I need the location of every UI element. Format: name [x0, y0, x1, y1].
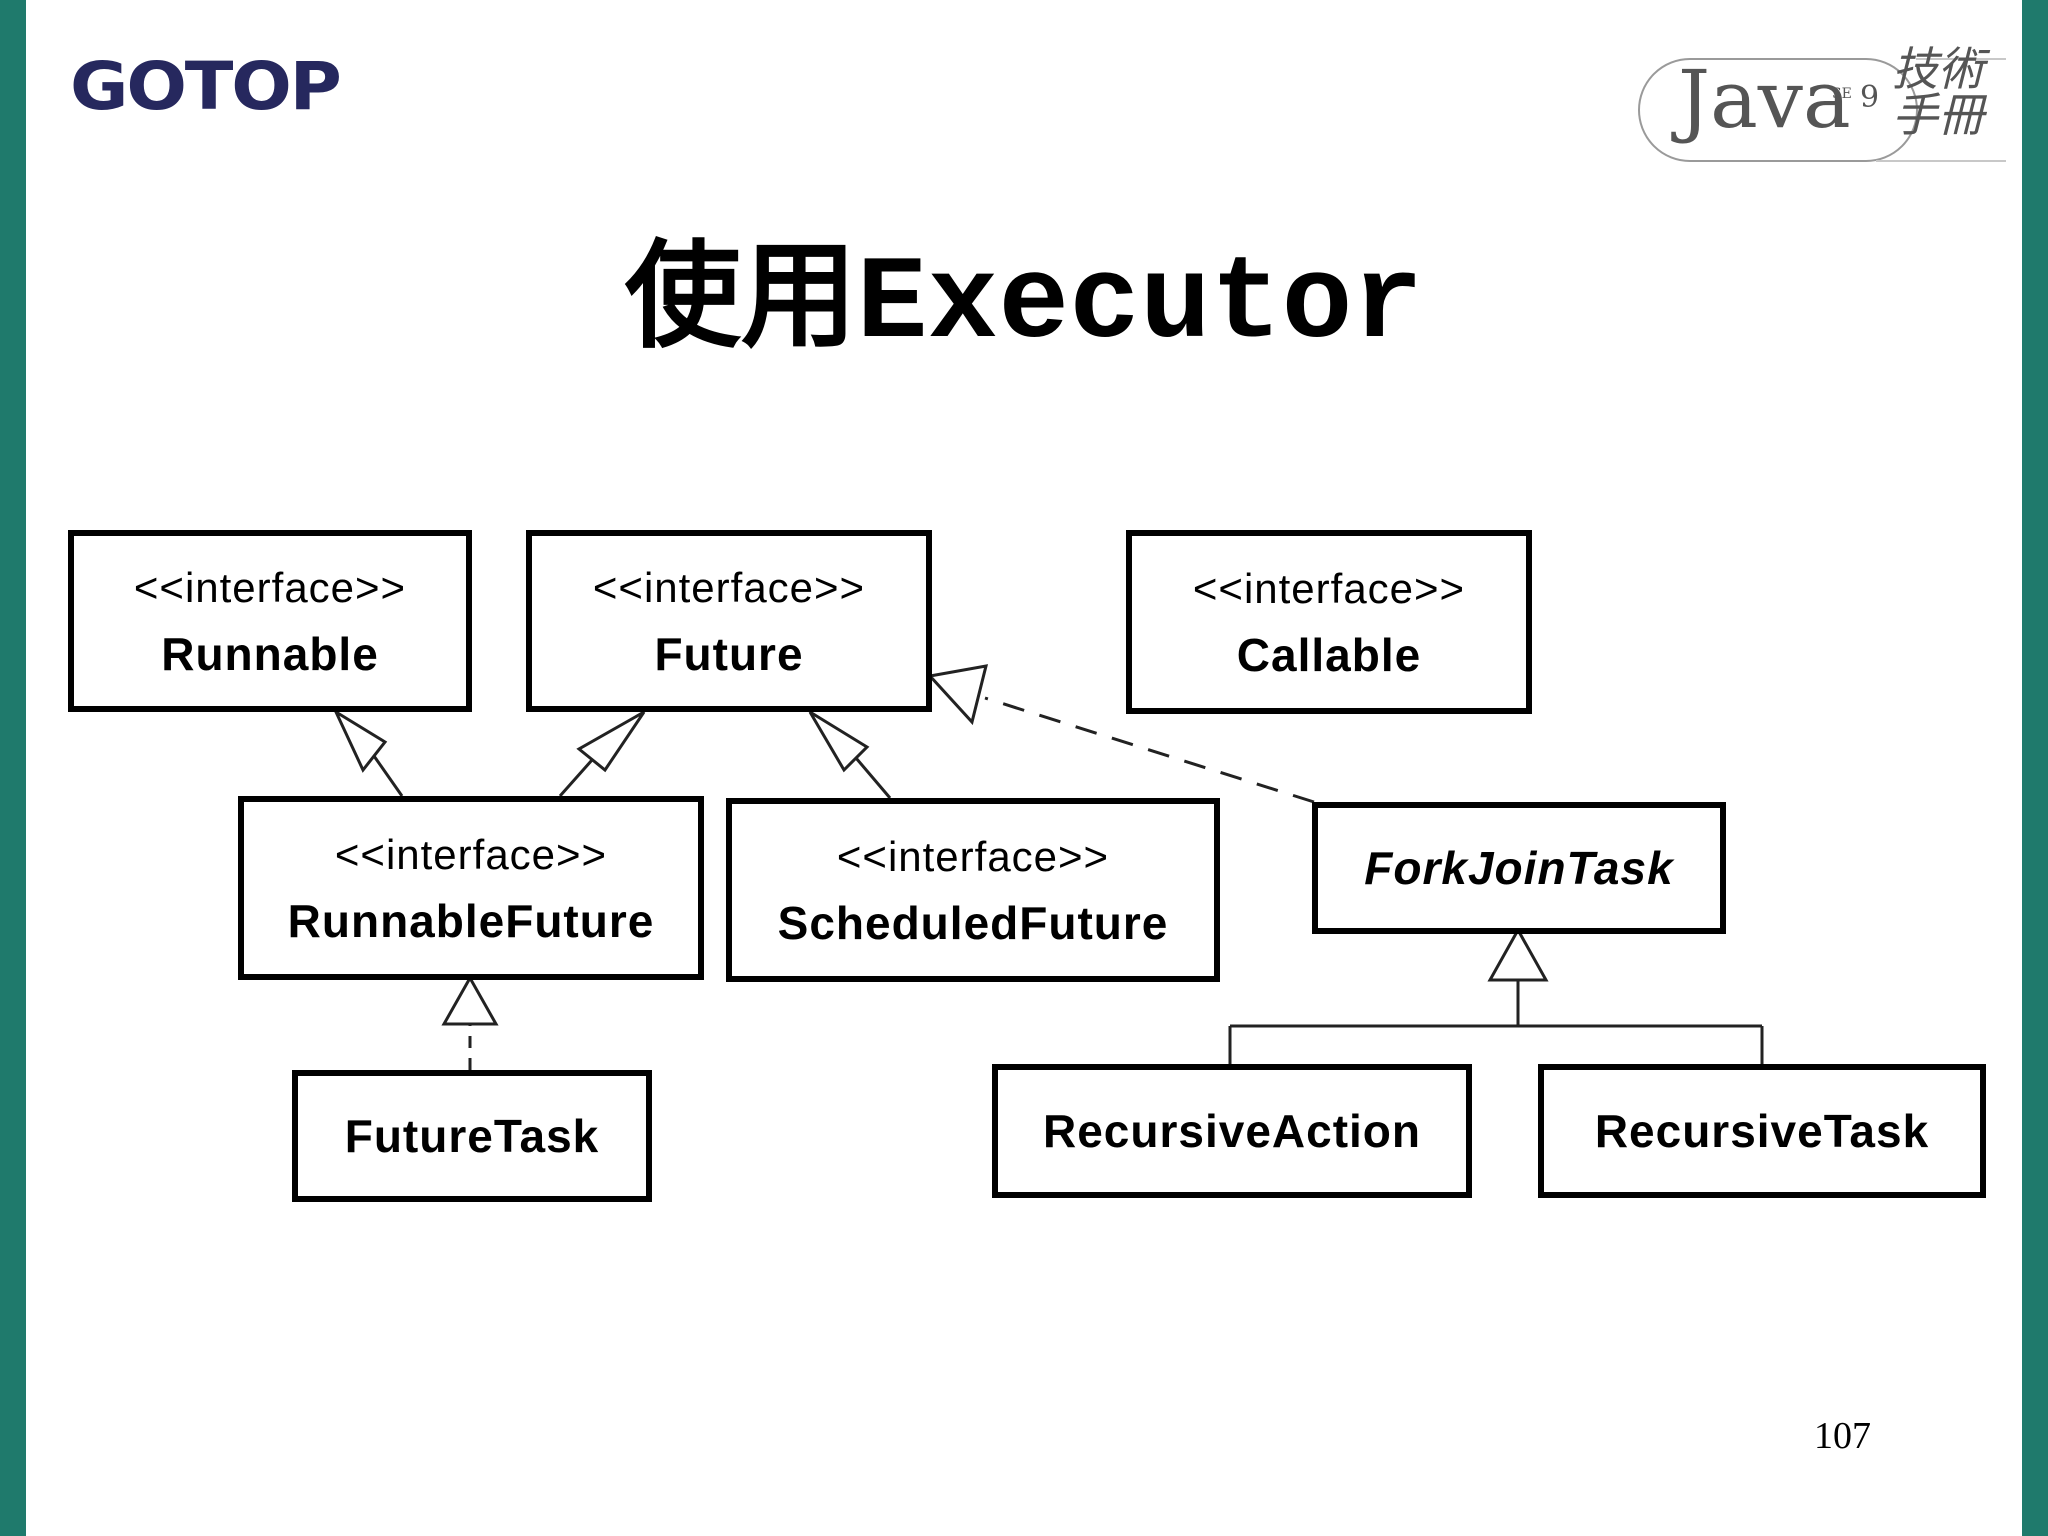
edge-runnablefuture-future [558, 759, 594, 797]
edge-scheduledfuture-future [854, 757, 892, 799]
class-recursive-task: RecursiveTask [1538, 1064, 1986, 1198]
badge-bottom-line [1876, 160, 2006, 162]
class-future-task: FutureTask [292, 1070, 652, 1202]
class-name-runnable-future: RunnableFuture [287, 895, 655, 947]
class-name-future-task: FutureTask [344, 1110, 600, 1162]
class-name-future: Future [654, 628, 804, 680]
title-cjk: 使用 [624, 229, 857, 364]
gotop-logo: GOTOP [70, 48, 342, 125]
class-name-recursive-action: RecursiveAction [1042, 1105, 1421, 1157]
class-name-runnable: Runnable [161, 628, 379, 680]
stereotype-label: <<interface>> [334, 831, 608, 878]
stereotype-label: <<interface>> [836, 833, 1110, 880]
arrowhead-runnable [332, 708, 388, 773]
edge-runnablefuture-runnable [372, 755, 404, 797]
class-future: <<interface>> Future [526, 530, 932, 712]
class-runnable: <<interface>> Runnable [68, 530, 472, 712]
java-edition: SE [1832, 86, 1852, 102]
stereotype-label: <<interface>> [133, 564, 407, 611]
left-side-bar [0, 0, 26, 1536]
page-title: 使用Executor [0, 202, 2048, 372]
stereotype-label: <<interface>> [592, 564, 866, 611]
class-callable: <<interface>> Callable [1126, 530, 1532, 714]
class-recursive-action: RecursiveAction [992, 1064, 1472, 1198]
java-word: Java [1678, 53, 1851, 146]
right-side-bar [2022, 0, 2048, 1536]
page-number: 107 [1814, 1415, 1871, 1457]
class-fork-join-task: ForkJoinTask [1312, 802, 1726, 934]
badge-top-line [1916, 58, 2006, 60]
java-badge: Java SE 9 技術手冊 [1636, 40, 2006, 180]
arrowhead-future-right [927, 664, 989, 726]
arrowhead-forkjointask [1487, 926, 1549, 982]
class-runnable-future: <<interface>> RunnableFuture [238, 796, 704, 980]
java-badge-oval [1638, 58, 1918, 162]
class-scheduled-future: <<interface>> ScheduledFuture [726, 798, 1220, 982]
edge-forkjointask-future [984, 696, 1315, 804]
class-name-fork-join-task: ForkJoinTask [1364, 842, 1674, 894]
class-name-scheduled-future: ScheduledFuture [777, 897, 1169, 949]
title-code: Executor [856, 239, 1424, 372]
stereotype-label: <<interface>> [1192, 565, 1466, 612]
arrowhead-runnablefuture [441, 974, 499, 1026]
class-name-callable: Callable [1236, 629, 1422, 681]
java-version: 9 [1860, 80, 1880, 115]
java-cjk-calligraphy: 技術手冊 [1892, 42, 1984, 142]
arrowhead-future-mid [808, 710, 870, 773]
class-name-recursive-task: RecursiveTask [1594, 1105, 1930, 1157]
arrowhead-future-left [576, 710, 646, 773]
